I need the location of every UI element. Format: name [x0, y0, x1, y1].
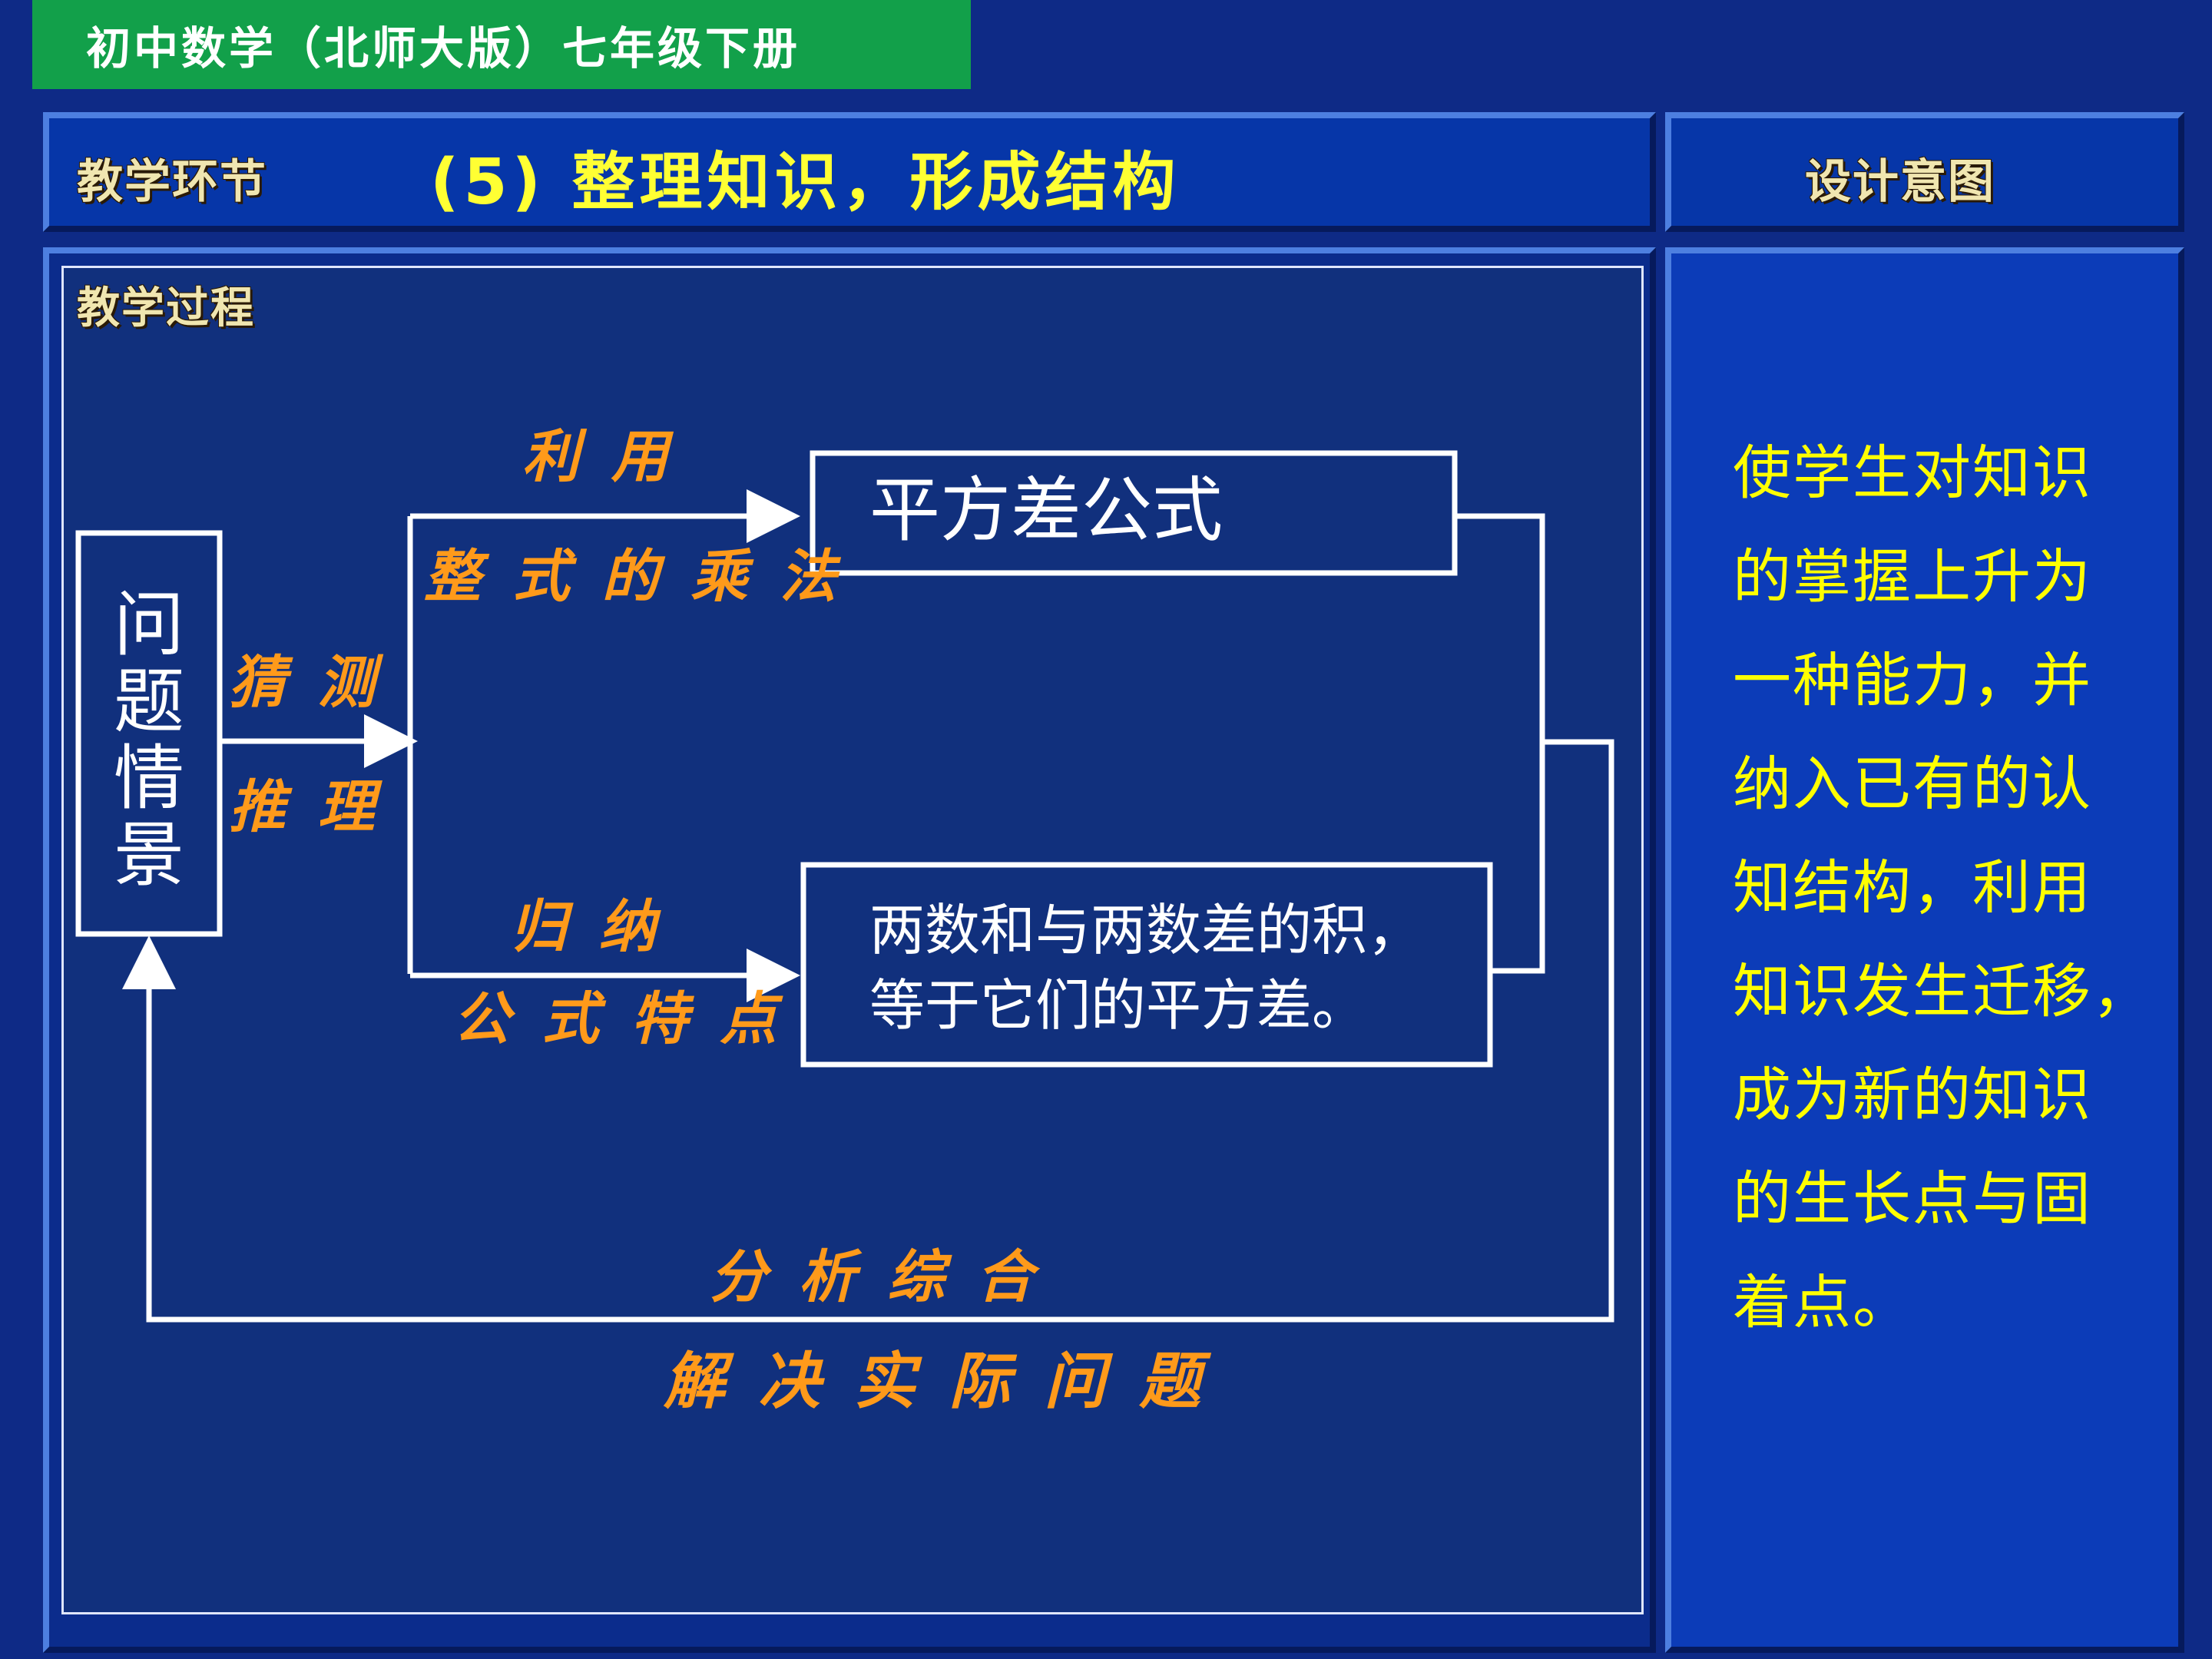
design-label: 设计意图: [1805, 155, 1995, 209]
section-label: 教学环节: [77, 155, 267, 209]
process-frame: [61, 266, 1644, 1614]
statement-line-1: 两数和与两数差的积，: [869, 898, 1422, 962]
design-panel: [1665, 247, 2184, 1653]
header-right-panel: [1665, 112, 2184, 232]
course-tab: 初中数学（北师大版）七年级下册: [32, 0, 971, 89]
design-line-3: 一种能力，并: [1733, 646, 2092, 714]
merge-bracket: [1455, 513, 1545, 974]
design-line-4: 纳入已有的认: [1733, 750, 2092, 818]
statement-line-2: 等于它们的平方差。: [869, 973, 1367, 1038]
label-solve: 解 决 实 际 问 题: [663, 1346, 1211, 1417]
problem-box: [75, 530, 223, 937]
label-induce: 归 纳: [510, 894, 662, 960]
header-left-panel: [43, 112, 1656, 232]
label-reason: 推 理: [229, 774, 383, 840]
problem-char-2: 题: [114, 661, 184, 743]
feedback-loop: [122, 739, 1614, 1323]
design-line-7: 成为新的知识: [1733, 1061, 2092, 1129]
design-line-2: 的掌握上升为: [1733, 542, 2092, 611]
problem-char-1: 问: [114, 584, 184, 666]
label-guess: 猜 测: [229, 650, 384, 716]
design-line-1: 使学生对知识: [1733, 439, 2092, 507]
process-label: 教学过程: [77, 283, 255, 333]
statement-box: [800, 862, 1493, 1068]
label-features: 公 式 特 点: [453, 986, 783, 1052]
design-intent-text: 使学生对知识 的掌握上升为 一种能力，并 纳入已有的认 知结构，利用 知识发生迁…: [1733, 421, 2163, 1354]
design-line-6: 知识发生迁移，: [1733, 957, 2152, 1025]
formula-text: 平方差公式: [869, 469, 1223, 551]
label-analyze: 分 析 综 合: [710, 1244, 1041, 1310]
design-line-5: 知结构，利用: [1733, 853, 2092, 922]
formula-box: [810, 450, 1458, 576]
problem-char-3: 情: [114, 737, 184, 820]
label-use: 利 用: [522, 424, 674, 490]
page-title: (5) 整理知识，形成结构: [430, 146, 1181, 219]
design-line-9: 着点。: [1733, 1268, 1912, 1336]
problem-char-4: 景: [114, 814, 184, 896]
label-multiply: 整 式 的 乘 法: [424, 544, 843, 610]
design-line-8: 的生长点与固: [1733, 1164, 2092, 1233]
